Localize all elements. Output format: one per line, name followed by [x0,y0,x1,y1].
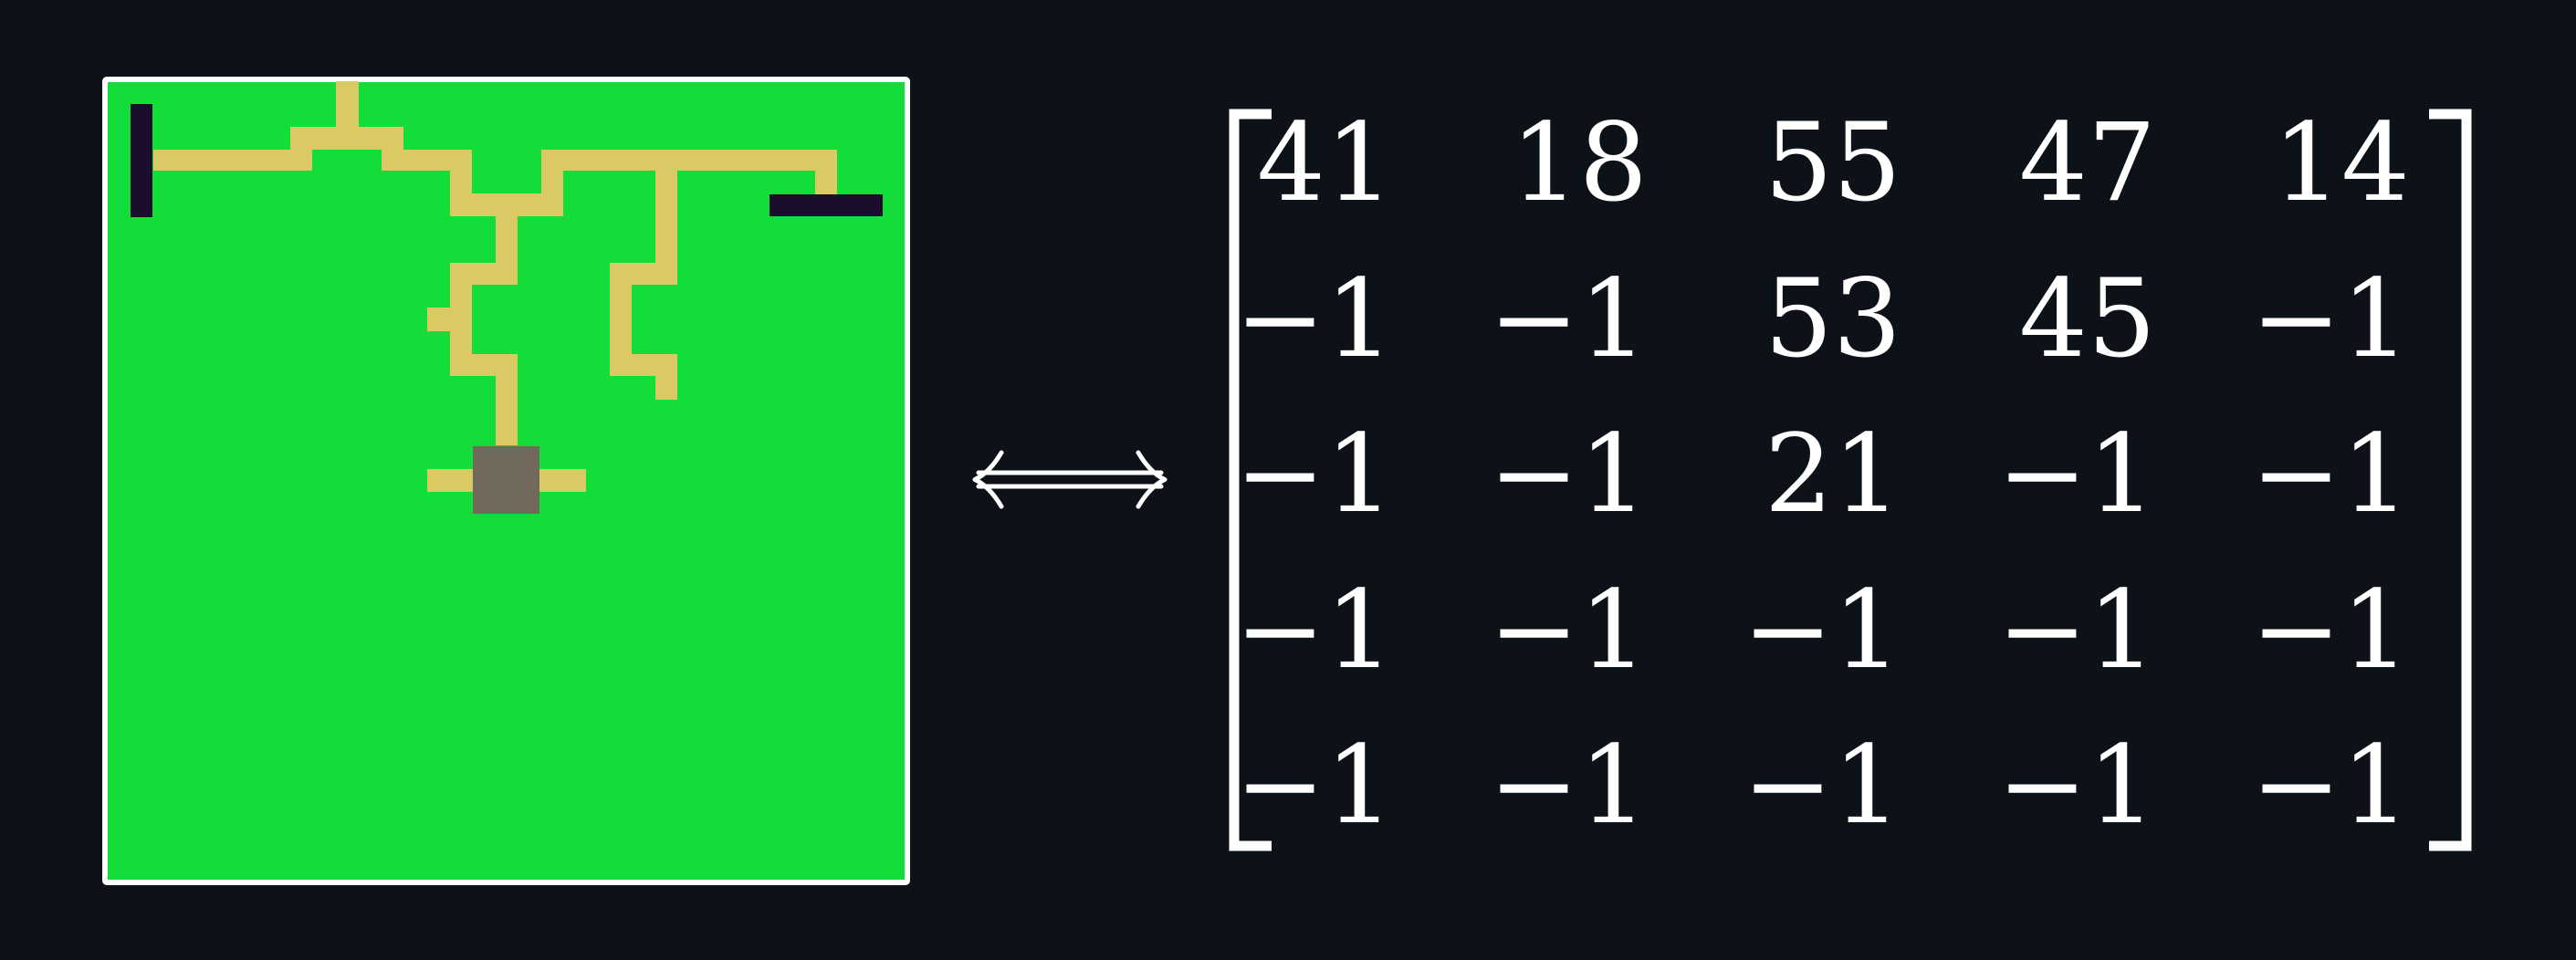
matrix-cell-r2-c4: 45 [2019,256,2156,381]
matrix-cell-r1-c4: 47 [2019,99,2156,225]
left-terminal-bar [131,104,152,217]
path-segment [496,354,518,445]
matrix-cell-r4-c1: −1 [1235,567,1394,693]
matrix-cell-r4-c3: −1 [1743,567,1901,693]
matrix-cell-r5-c3: −1 [1743,722,1901,848]
path-segment [815,150,837,195]
matrix-cell-r5-c1: −1 [1235,722,1394,848]
matrix-cell-r1-c3: 55 [1764,99,1901,225]
matrix-cell-r2-c5: −1 [2251,256,2410,381]
path-segment [655,150,677,285]
right-bracket [2429,109,2472,851]
path-segment [655,354,677,400]
matrix-cells: 41 18 55 47 14 −1 −1 53 45 −1 −1 −1 21 −1 −1 −1 −1 −1 −1 −1… [1235,99,2410,848]
matrix-cell-r5-c5: −1 [2251,722,2410,848]
matrix-cell-r5-c4: −1 [1997,722,2156,848]
path-segment [153,150,312,171]
path-segment [290,127,403,150]
matrix-cell-r5-c2: −1 [1489,722,1648,848]
matrix-cell-r3-c4: −1 [1997,411,2156,537]
matrix-cell-r1-c1: 41 [1257,99,1394,225]
matrix-cell-r2-c2: −1 [1489,256,1648,381]
right-terminal-bar [770,194,883,216]
left-bracket [1229,109,1272,851]
left-right-long-arrow-icon [972,450,1168,509]
grid-panel [102,77,910,885]
matrix-cell-r1-c2: 18 [1511,99,1648,225]
matrix-cell-r3-c2: −1 [1489,411,1648,537]
matrix-cell-r1-c5: 14 [2273,99,2410,225]
matrix-cell-r4-c2: −1 [1489,567,1648,693]
path-segment [336,81,359,127]
path-segment [382,150,472,171]
matrix-cell-r2-c1: −1 [1235,256,1394,381]
matrix-cell-r3-c3: 21 [1764,411,1901,537]
matrix-cell-r2-c3: 53 [1764,256,1901,381]
path-segment [427,308,450,331]
matrix-cell-r4-c4: −1 [1997,567,2156,693]
matrix: 41 18 55 47 14 −1 −1 53 45 −1 −1 −1 21 −1 −1 −1 −1 −1 −1 −1… [1229,99,2472,851]
path-segment [541,150,837,171]
matrix-cell-r3-c5: −1 [2251,411,2410,537]
node-square [473,446,539,514]
matrix-cell-r3-c1: −1 [1235,411,1394,537]
matrix-cell-r4-c5: −1 [2251,567,2410,693]
